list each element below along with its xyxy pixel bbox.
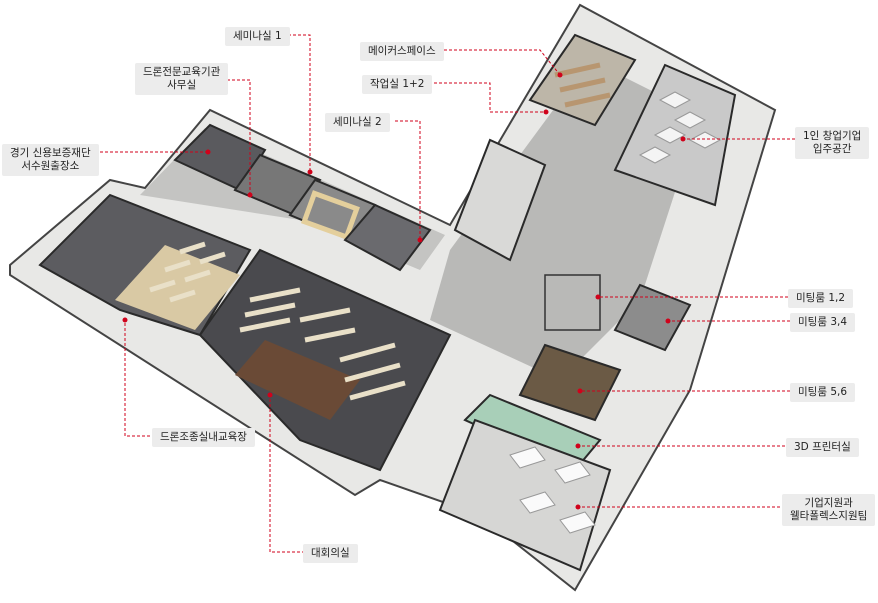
label-conference: 대회의실	[303, 544, 358, 563]
label-seminar2: 세미나실 2	[325, 113, 390, 132]
room-meeting34	[613, 283, 692, 352]
label-meeting12: 미팅룸 1,2	[788, 289, 854, 308]
label-meeting34: 미팅룸 3,4	[790, 313, 856, 332]
room-drone-office	[233, 153, 322, 217]
room-meeting12	[544, 274, 601, 331]
room-seminar2	[343, 203, 432, 272]
label-workroom: 작업실 1+2	[362, 75, 433, 94]
label-seminar1: 세미나실 1	[225, 27, 290, 46]
label-drone-training: 드론조종실내교육장	[152, 428, 255, 447]
label-meeting56: 미팅룸 5,6	[790, 383, 856, 402]
leader-dots	[122, 72, 686, 510]
support-desks	[509, 446, 596, 534]
room-conference	[198, 248, 452, 472]
room-makerspace	[528, 33, 637, 127]
label-3d-printer: 3D 프린터실	[786, 438, 859, 457]
training-desks	[149, 241, 226, 303]
room-support-team	[438, 418, 612, 572]
conference-desks	[239, 287, 406, 401]
room-workrooms	[453, 138, 547, 262]
startup-pods	[638, 91, 722, 164]
maker-tables	[554, 62, 611, 108]
label-makerspace: 메이커스페이스	[360, 42, 444, 61]
drone-training-mat	[115, 245, 240, 330]
conference-stage	[235, 340, 360, 420]
room-meeting56	[518, 343, 622, 422]
room-credit-office	[173, 123, 267, 192]
